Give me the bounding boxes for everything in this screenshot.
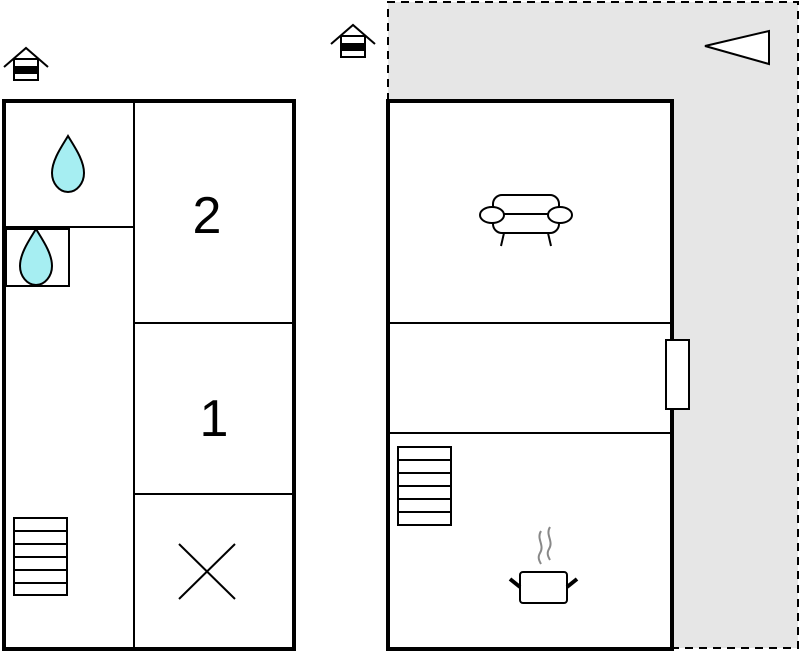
water-drop-icon bbox=[50, 134, 86, 194]
cross-icon bbox=[178, 543, 236, 600]
stairs-icon bbox=[397, 446, 452, 526]
entrance-icon bbox=[330, 23, 376, 58]
stairs-icon bbox=[13, 517, 68, 596]
compass-arrow-icon bbox=[704, 29, 770, 66]
sofa-icon bbox=[479, 194, 573, 247]
entrance-icon bbox=[3, 46, 49, 81]
cooking-pot-icon bbox=[508, 526, 579, 604]
room-label: 1 bbox=[200, 390, 229, 448]
floor-plan-left bbox=[2, 99, 296, 651]
water-drop-icon bbox=[18, 227, 54, 287]
window-icon bbox=[665, 339, 690, 410]
outdoor-terrace bbox=[387, 1, 799, 649]
floor-plan-right bbox=[386, 99, 674, 651]
room-label: 2 bbox=[193, 187, 222, 245]
